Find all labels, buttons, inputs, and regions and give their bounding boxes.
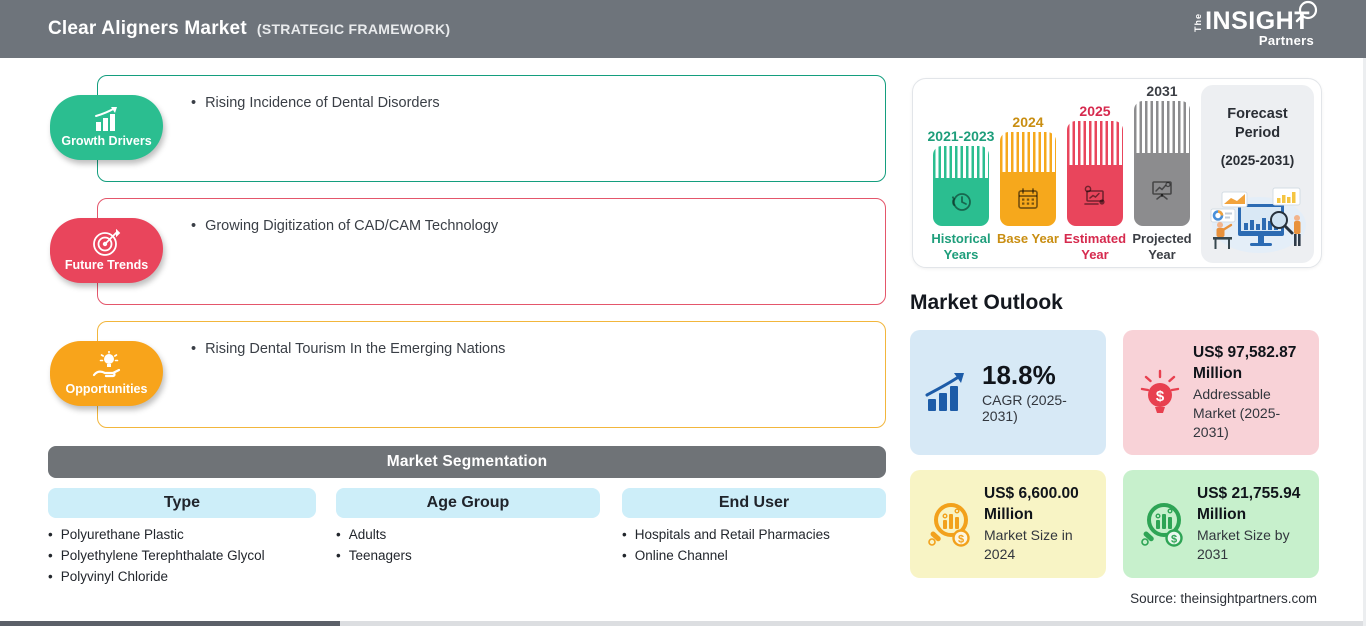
- list-item: Hospitals and Retail Pharmacies: [622, 524, 830, 545]
- timeline-label-historical: Historical Years: [931, 231, 991, 263]
- calendar-icon: [1016, 187, 1040, 211]
- opportunities-bullet: Rising Dental Tourism In the Emerging Na…: [191, 341, 505, 357]
- bar-stripes: [933, 146, 989, 178]
- laptop-analysis-icon: [1082, 184, 1108, 208]
- cagr-card: 18.8% CAGR (2025-2031): [910, 330, 1106, 455]
- list-item: Polyvinyl Chloride: [48, 566, 265, 587]
- list-item: Adults: [336, 524, 412, 545]
- timeline-bar-base: [1000, 132, 1056, 226]
- bar-stripes: [1067, 121, 1123, 165]
- timeline-bar-projected: [1134, 101, 1190, 226]
- logo-partners-text: Partners: [1258, 33, 1314, 49]
- forecast-period-range: (2025-2031): [1220, 152, 1295, 168]
- horizontal-scrollbar-track[interactable]: [0, 621, 1366, 626]
- segment-header-end-user[interactable]: End User: [622, 488, 886, 518]
- segment-list-end-user: Hospitals and Retail Pharmacies Online C…: [622, 524, 830, 566]
- svg-text:$: $: [1156, 388, 1165, 405]
- analytics-illustration: [1207, 187, 1309, 255]
- future-trends-box: Growing Digitization of CAD/CAM Technolo…: [97, 198, 886, 305]
- source-text: Source: theinsightpartners.com: [1130, 591, 1317, 606]
- addressable-market-card: $ US$ 97,582.87 Million Addressable Mark…: [1123, 330, 1319, 455]
- growth-drivers-box: Rising Incidence of Dental Disorders: [97, 75, 886, 182]
- list-item: Polyurethane Plastic: [48, 524, 265, 545]
- presentation-chart-icon: [1149, 178, 1175, 202]
- svg-text:$: $: [958, 534, 964, 546]
- svg-text:$: $: [1171, 534, 1177, 546]
- forecast-period-title: Forecast Period: [1227, 106, 1288, 141]
- bar-stripes: [1134, 101, 1190, 153]
- timeline-year-base: 2024: [1012, 114, 1044, 130]
- market-segmentation-bar: Market Segmentation: [48, 446, 886, 478]
- market-segmentation-title: Market Segmentation: [386, 453, 548, 470]
- future-trends-badge[interactable]: Future Trends: [50, 218, 163, 283]
- timeline-bar-historical: [933, 146, 989, 226]
- insight-partners-logo: The INSIGHT Partners: [1193, 0, 1318, 48]
- target-icon: [92, 229, 122, 257]
- growth-drivers-badge[interactable]: Growth Drivers: [50, 95, 163, 160]
- timeline-label-base: Base Year: [997, 231, 1059, 246]
- growth-chart-icon: [88, 107, 126, 133]
- magnifier-icon: [1294, 0, 1320, 26]
- timeline-bar-estimated: [1067, 121, 1123, 226]
- list-item: Polyethylene Terephthalate Glycol: [48, 545, 265, 566]
- market-size-2024-value: US$ 6,600.00 Million: [984, 485, 1079, 523]
- page-subtitle: (STRATEGIC FRAMEWORK): [256, 21, 451, 37]
- clock-history-icon: [949, 190, 973, 214]
- opportunities-label: Opportunities: [65, 382, 148, 396]
- market-size-2031-value: US$ 21,755.94 Million: [1197, 485, 1301, 523]
- segment-list-type: Polyurethane Plastic Polyethylene Tereph…: [48, 524, 265, 587]
- future-trends-label: Future Trends: [64, 258, 149, 272]
- bar-chart-arrow-icon: [924, 371, 972, 415]
- segment-header-type[interactable]: Type: [48, 488, 316, 518]
- forecast-period-panel: Forecast Period (2025-2031): [1201, 85, 1314, 263]
- vertical-scrollbar-track[interactable]: [1363, 58, 1366, 626]
- list-item: Teenagers: [336, 545, 412, 566]
- bar-stripes: [1000, 132, 1056, 172]
- segment-header-age-group[interactable]: Age Group: [336, 488, 600, 518]
- header-bar: Clear Aligners Market (STRATEGIC FRAMEWO…: [0, 0, 1366, 58]
- opportunities-box: Rising Dental Tourism In the Emerging Na…: [97, 321, 886, 428]
- timeline-year-estimated: 2025: [1079, 103, 1111, 119]
- future-trends-bullet: Growing Digitization of CAD/CAM Technolo…: [191, 218, 498, 234]
- opportunities-badge[interactable]: Opportunities: [50, 341, 163, 406]
- addressable-market-desc: Addressable Market (2025-2031): [1193, 386, 1281, 440]
- magnifier-chart-icon: $: [1137, 498, 1187, 550]
- logo-the-text: The: [1193, 13, 1204, 33]
- timeline-year-projected: 2031: [1146, 83, 1178, 99]
- horizontal-scrollbar-thumb[interactable]: [0, 621, 340, 626]
- cagr-desc: CAGR (2025-2031): [982, 392, 1067, 425]
- page-title: Clear Aligners Market: [48, 18, 247, 39]
- timeline-year-historical: 2021-2023: [927, 128, 995, 144]
- magnifier-chart-icon: $: [924, 498, 974, 550]
- list-item: Online Channel: [622, 545, 830, 566]
- cagr-value: 18.8%: [982, 359, 1056, 390]
- growth-drivers-bullet: Rising Incidence of Dental Disorders: [191, 95, 440, 111]
- logo-insight-text: INSIGHT: [1205, 6, 1310, 35]
- market-size-2031-desc: Market Size by 2031: [1197, 527, 1290, 562]
- segment-list-age-group: Adults Teenagers: [336, 524, 412, 566]
- timeline-label-projected: Projected Year: [1132, 231, 1192, 263]
- market-outlook-title: Market Outlook: [910, 291, 1063, 314]
- growth-drivers-label: Growth Drivers: [61, 134, 152, 148]
- hand-bulb-icon: [90, 351, 124, 381]
- timeline-label-estimated: Estimated Year: [1063, 231, 1127, 263]
- header-titles: Clear Aligners Market (STRATEGIC FRAMEWO…: [48, 18, 450, 40]
- bulb-dollar-icon: $: [1137, 365, 1183, 421]
- market-size-2024-card: $ US$ 6,600.00 Million Market Size in 20…: [910, 470, 1106, 578]
- addressable-market-value: US$ 97,582.87 Million: [1193, 344, 1297, 382]
- timeline-panel: 2021-2023 2024 2025 2031: [912, 78, 1322, 268]
- market-size-2024-desc: Market Size in 2024: [984, 527, 1073, 562]
- market-size-2031-card: $ US$ 21,755.94 Million Market Size by 2…: [1123, 470, 1319, 578]
